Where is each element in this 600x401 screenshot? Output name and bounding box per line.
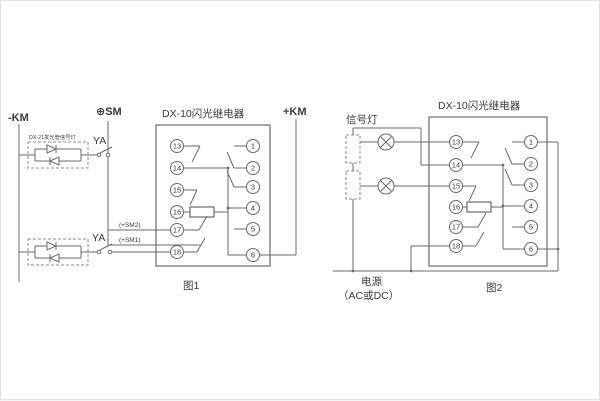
- fig1-terminal-17: 17: [170, 223, 184, 237]
- fig2-relay-box: [428, 116, 548, 267]
- terminal-number: 14: [173, 164, 181, 173]
- fig2-terminal-16: 16: [449, 200, 463, 214]
- fig1-ya-contact-top: [96, 152, 111, 158]
- terminal-number: 16: [173, 208, 181, 217]
- terminal-number: 3: [529, 181, 533, 190]
- resistor-icon: [189, 206, 215, 218]
- terminal-number: 1: [529, 138, 533, 147]
- fig2-terminal-15: 15: [449, 179, 463, 193]
- label-sm1: (+SM1): [119, 237, 141, 244]
- terminal-number: 17: [173, 226, 181, 235]
- terminal-number: 13: [452, 138, 460, 147]
- diode-icon: [46, 241, 58, 251]
- terminal-number: 15: [173, 186, 181, 195]
- terminal-number: 5: [529, 223, 533, 232]
- fig2-internal-wires: [462, 141, 525, 250]
- label-ya-bottom: YA: [92, 232, 105, 244]
- fig2-lamp-top: [377, 133, 395, 151]
- terminal-number: 3: [251, 183, 255, 192]
- terminal-number: 5: [251, 225, 255, 234]
- fig2-lamp-bottom: [377, 177, 395, 195]
- terminal-number: 18: [173, 248, 181, 257]
- label-km-negative: -KM: [8, 112, 29, 124]
- terminal-number: 1: [251, 142, 255, 151]
- fig1-terminals-left: 13 14 15 16 17 18: [170, 139, 184, 259]
- terminal-number: 4: [251, 204, 255, 213]
- fig1-terminal-5: 5: [246, 222, 260, 236]
- label-sm-plus: ⊕SM: [96, 106, 122, 118]
- figure-2: 13 14 15 16 17 18 1 2 3 4 5 6 信号灯 DX-10闪…: [333, 99, 560, 302]
- fig2-dropper-resistor-top: [345, 134, 361, 164]
- label-km-positive: +KM: [283, 106, 307, 118]
- resistor-icon: [466, 201, 492, 213]
- fig1-terminal-14: 14: [170, 161, 184, 175]
- fig1-terminal-15: 15: [170, 183, 184, 197]
- label-sm2: (+SM2): [119, 222, 141, 229]
- terminal-number: 14: [452, 161, 460, 170]
- fig2-terminal-18: 18: [449, 239, 463, 253]
- fig1-terminal-13: 13: [170, 139, 184, 153]
- fig1-relay-title: DX-10闪光继电器: [162, 107, 245, 120]
- fig1-terminal-16: 16: [170, 205, 184, 219]
- fig2-terminal-1: 1: [524, 135, 538, 149]
- fig1-terminal-3: 3: [246, 180, 260, 194]
- label-power-type: （AC或DC）: [338, 290, 399, 302]
- fig2-wires: [333, 127, 560, 273]
- fig1-led-box-bottom: [27, 238, 89, 266]
- fig1-terminal-4: 4: [246, 201, 260, 215]
- fig1-terminal-18: 18: [170, 245, 184, 259]
- fig1-internal-wires: [183, 145, 247, 256]
- label-ya-top: YA: [93, 135, 106, 147]
- fig2-relay-title: DX-10闪光继电器: [438, 99, 521, 112]
- label-led-signal-lamp: DX-21发光管信号灯: [29, 133, 76, 141]
- fig2-terminal-6: 6: [524, 242, 538, 256]
- label-signal-lamp: 信号灯: [346, 114, 378, 126]
- fig1-caption: 图1: [183, 280, 199, 292]
- fig1-led-icons-top: [46, 144, 60, 166]
- terminal-number: 6: [251, 251, 255, 260]
- terminal-number: 4: [529, 202, 533, 211]
- fig1-led-icons-bottom: [46, 241, 60, 263]
- fig2-terminal-17: 17: [449, 220, 463, 234]
- diode-icon: [46, 144, 58, 154]
- fig2-terminal-5: 5: [524, 220, 538, 234]
- terminal-number: 15: [452, 182, 460, 191]
- figure-1: 13 14 15 16 17 18 1 2 3 4 5 6 -KM DX-21发…: [8, 106, 307, 292]
- label-power: 电源: [361, 275, 382, 288]
- fig2-terminals-left: 13 14 15 16 17 18: [449, 135, 463, 253]
- terminal-number: 2: [251, 164, 255, 173]
- fig1-relay-box: [155, 124, 271, 267]
- terminal-number: 2: [529, 160, 533, 169]
- fig2-terminals-right: 1 2 3 4 5 6: [524, 135, 538, 256]
- fig2-caption: 图2: [486, 282, 502, 294]
- diode-icon: [48, 156, 60, 166]
- fig1-terminal-1: 1: [246, 139, 260, 153]
- terminal-number: 13: [173, 142, 181, 151]
- fig1-led-box-top: [27, 141, 89, 169]
- fig1-wires: [18, 119, 297, 282]
- fig2-terminal-3: 3: [524, 178, 538, 192]
- fig2-dropper-resistor-bottom: [345, 170, 361, 200]
- fig2-terminal-14: 14: [449, 158, 463, 172]
- terminal-number: 18: [452, 242, 460, 251]
- terminal-number: 16: [452, 203, 460, 212]
- fig2-terminal-2: 2: [524, 157, 538, 171]
- fig2-terminal-13: 13: [449, 135, 463, 149]
- terminal-number: 6: [529, 245, 533, 254]
- fig1-terminal-2: 2: [246, 161, 260, 175]
- diode-icon: [48, 253, 60, 263]
- fig1-ya-contact-bottom: [96, 249, 113, 255]
- fig2-terminal-4: 4: [524, 199, 538, 213]
- fig1-terminals-right: 1 2 3 4 5 6: [246, 139, 260, 262]
- terminal-number: 17: [452, 223, 460, 232]
- fig1-terminal-6: 6: [246, 248, 260, 262]
